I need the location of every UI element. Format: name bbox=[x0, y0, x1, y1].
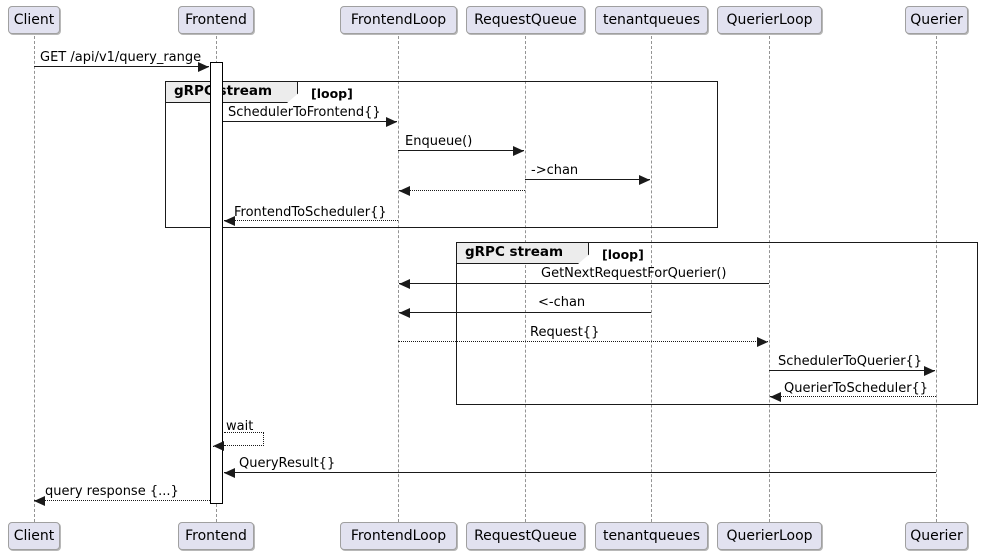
message-label-m12: QueryResult{} bbox=[239, 456, 336, 471]
self-message-wait bbox=[224, 432, 264, 446]
message-line-m5 bbox=[399, 190, 525, 191]
participant-bottom-tenantqueues[interactable]: tenantqueues bbox=[595, 522, 708, 550]
message-arrowhead-m8 bbox=[399, 307, 410, 318]
message-label-m6: FrontendToScheduler{} bbox=[234, 205, 387, 220]
lifeline-querierloop bbox=[769, 36, 770, 522]
message-line-m8 bbox=[399, 312, 651, 313]
message-label-m4: ->chan bbox=[531, 163, 579, 178]
participant-top-frontend[interactable]: Frontend bbox=[178, 6, 254, 34]
participant-bottom-client[interactable]: Client bbox=[8, 522, 60, 550]
message-label-m2: SchedulerToFrontend{} bbox=[228, 105, 381, 120]
fragment-condition-grpc-stream-querier: [loop] bbox=[602, 247, 644, 262]
message-line-m3 bbox=[398, 150, 524, 151]
message-arrowhead-m1 bbox=[198, 61, 209, 72]
fragment-grpc-stream-frontend bbox=[165, 81, 718, 228]
participant-top-client[interactable]: Client bbox=[8, 6, 60, 34]
message-label-m9: Request{} bbox=[530, 325, 600, 340]
participant-bottom-frontendloop[interactable]: FrontendLoop bbox=[340, 522, 457, 550]
message-arrowhead-m12 bbox=[224, 467, 235, 478]
message-arrowhead-m10 bbox=[924, 365, 935, 376]
message-line-m12 bbox=[224, 472, 936, 473]
message-line-m2 bbox=[223, 121, 397, 122]
message-line-m9 bbox=[398, 341, 768, 342]
message-label-m10: SchedulerToQuerier{} bbox=[778, 354, 923, 369]
message-line-m7 bbox=[399, 283, 769, 284]
message-line-m1 bbox=[34, 66, 209, 67]
message-arrowhead-m2 bbox=[386, 116, 397, 127]
lifeline-client bbox=[34, 36, 35, 522]
message-arrowhead-m3 bbox=[513, 145, 524, 156]
message-line-m13 bbox=[34, 500, 210, 501]
message-arrowhead-m6 bbox=[224, 215, 235, 226]
lifeline-requestqueue bbox=[525, 36, 526, 522]
message-line-m4 bbox=[525, 179, 650, 180]
message-label-m13: query response {...} bbox=[45, 484, 179, 499]
participant-top-querierloop[interactable]: QuerierLoop bbox=[717, 6, 822, 34]
participant-top-requestqueue[interactable]: RequestQueue bbox=[466, 6, 585, 34]
message-label-m8: <-chan bbox=[538, 295, 586, 310]
self-message-label-wait: wait bbox=[226, 419, 254, 434]
lifeline-tenantqueues bbox=[651, 36, 652, 522]
participant-bottom-querierloop[interactable]: QuerierLoop bbox=[717, 522, 822, 550]
participant-bottom-querier[interactable]: Querier bbox=[905, 522, 968, 550]
lifeline-querier bbox=[936, 36, 937, 522]
lifeline-frontendloop bbox=[398, 36, 399, 522]
participant-bottom-frontend[interactable]: Frontend bbox=[178, 522, 254, 550]
fragment-grpc-stream-querier bbox=[456, 242, 978, 405]
message-arrowhead-m7 bbox=[399, 278, 410, 289]
message-arrowhead-m4 bbox=[639, 174, 650, 185]
message-label-m11: QuerierToScheduler{} bbox=[784, 381, 929, 396]
message-arrowhead-m11 bbox=[770, 391, 781, 402]
participant-top-frontendloop[interactable]: FrontendLoop bbox=[340, 6, 457, 34]
participant-top-querier[interactable]: Querier bbox=[905, 6, 968, 34]
participant-top-tenantqueues[interactable]: tenantqueues bbox=[595, 6, 708, 34]
message-label-m1: GET /api/v1/query_range bbox=[40, 50, 202, 65]
participant-bottom-requestqueue[interactable]: RequestQueue bbox=[466, 522, 585, 550]
fragment-label-grpc-stream-querier: gRPC stream bbox=[457, 243, 589, 264]
message-arrowhead-m9 bbox=[757, 336, 768, 347]
message-line-m11 bbox=[770, 396, 936, 397]
fragment-condition-grpc-stream-frontend: [loop] bbox=[311, 86, 353, 101]
message-label-m3: Enqueue() bbox=[405, 134, 473, 149]
self-message-return-wait bbox=[213, 446, 224, 447]
message-arrowhead-m13 bbox=[34, 495, 45, 506]
message-arrowhead-m5 bbox=[399, 185, 410, 196]
message-line-m6 bbox=[224, 220, 398, 221]
message-label-m7: GetNextRequestForQuerier() bbox=[541, 266, 727, 281]
activation-frontend-activation-main bbox=[210, 62, 223, 504]
message-line-m10 bbox=[769, 370, 935, 371]
fragment-label-grpc-stream-frontend: gRPC stream bbox=[166, 82, 298, 103]
